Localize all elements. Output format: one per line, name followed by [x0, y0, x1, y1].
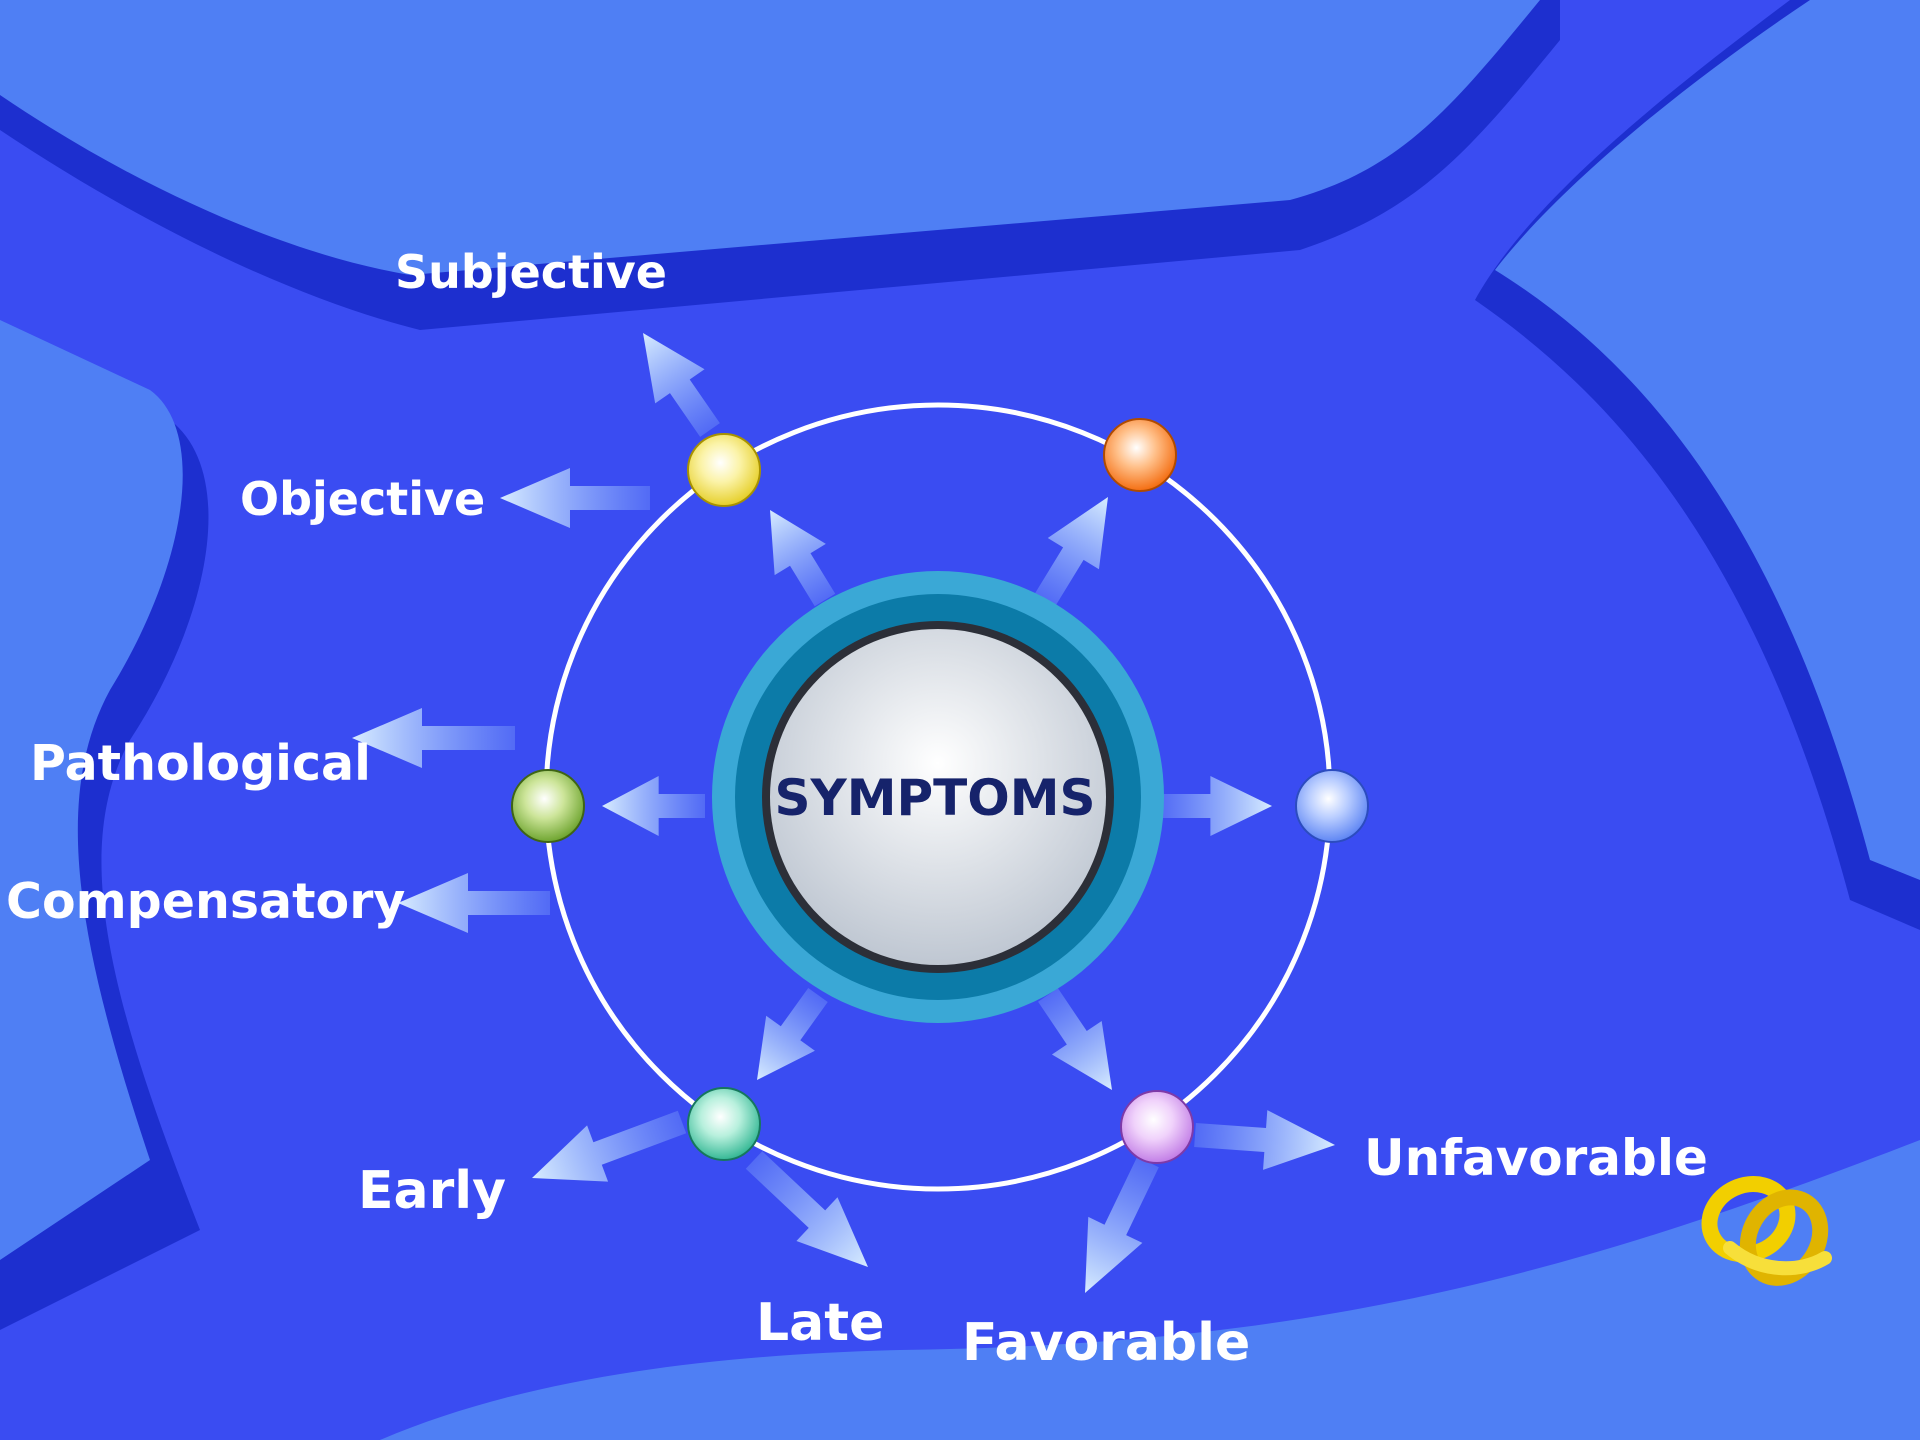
nodes [511, 418, 1369, 1164]
labels: Subjective Objective Pathological Compen… [6, 245, 1708, 1373]
label-early: Early [358, 1161, 506, 1221]
arrow-subjective [642, 332, 720, 437]
hub-face [770, 629, 1106, 965]
node-teal [687, 1087, 761, 1161]
label-compensatory: Compensatory [6, 873, 405, 930]
center-hub: SYMPTOMS [712, 571, 1164, 1023]
label-objective: Objective [240, 472, 485, 526]
label-favorable: Favorable [962, 1313, 1250, 1373]
arrow-favorable [1084, 1156, 1159, 1294]
arrow-pathological [352, 708, 515, 768]
arrow-late [745, 1151, 869, 1268]
top-panel [0, 0, 1540, 275]
label-subjective: Subjective [395, 245, 667, 299]
arrow-hub-to-yellow [770, 510, 836, 607]
arrow-compensatory [398, 873, 550, 933]
arrow-hub-to-orange [1034, 497, 1108, 607]
label-unfavorable: Unfavorable [1364, 1129, 1708, 1187]
node-violet [1120, 1090, 1194, 1164]
arrow-hub-to-green [602, 776, 705, 836]
bottom-panel [380, 1140, 1920, 1440]
arrow-early [532, 1110, 687, 1182]
node-yellow [687, 433, 761, 507]
center-label: SYMPTOMS [775, 769, 1096, 827]
node-blue [1295, 769, 1369, 843]
label-pathological: Pathological [30, 735, 371, 792]
arrow-unfavorable [1194, 1110, 1336, 1170]
arrow-hub-to-blue [1160, 776, 1272, 836]
arrow-hub-to-violet [1038, 988, 1113, 1091]
arrows [352, 332, 1336, 1294]
node-green [511, 769, 585, 843]
right-panel [1495, 0, 1920, 880]
left-panel [0, 320, 183, 1260]
yellow-knot-icon [1701, 1176, 1832, 1286]
arrow-objective [500, 468, 650, 528]
arrow-hub-to-teal [757, 988, 828, 1080]
label-late: Late [756, 1293, 884, 1353]
node-orange [1103, 418, 1177, 492]
